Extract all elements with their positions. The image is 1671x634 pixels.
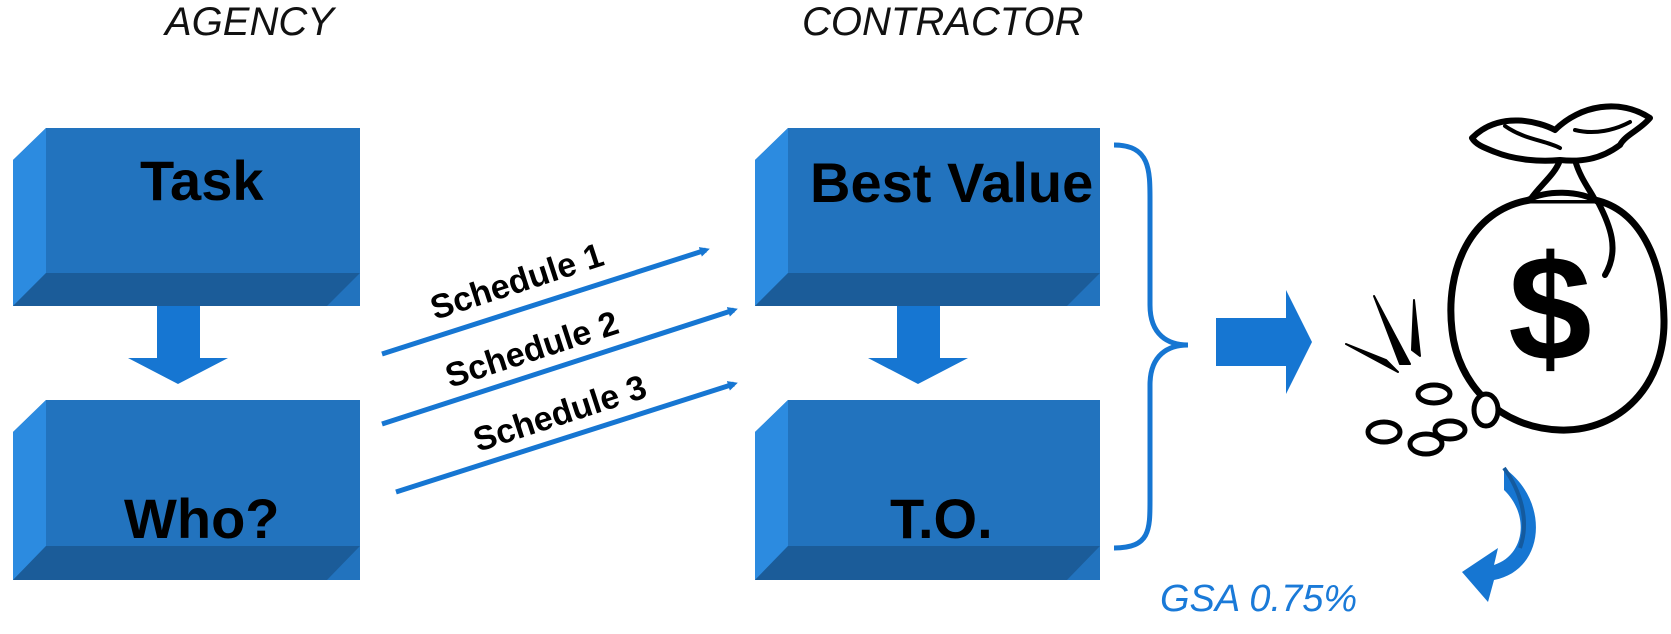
- grouping-brace: [1113, 142, 1189, 551]
- contractor-heading: CONTRACTOR: [802, 0, 1084, 44]
- money-bag-icon: $: [1345, 103, 1668, 457]
- task-box: [13, 128, 360, 306]
- who-box: [13, 400, 360, 580]
- schedule-3-arrow: [395, 381, 738, 495]
- task-box-label: Task: [140, 149, 264, 212]
- best-value-box-label: Best Value: [810, 151, 1094, 214]
- schedule-3-label: Schedule 3: [469, 368, 651, 460]
- curved-arrow-icon: [1462, 466, 1536, 602]
- task-order-box-label: T.O.: [890, 487, 993, 550]
- bestvalue-to-to-arrow: [868, 306, 968, 384]
- task-to-who-arrow: [128, 306, 228, 384]
- who-box-label: Who?: [124, 487, 280, 550]
- schedule-2-arrow: [381, 307, 738, 427]
- svg-text:$: $: [1508, 224, 1591, 392]
- agency-heading: AGENCY: [165, 0, 334, 44]
- result-arrow: [1216, 290, 1312, 394]
- task-order-box: [755, 400, 1100, 580]
- best-value-box: [755, 128, 1100, 306]
- schedule-1-arrow: [381, 247, 710, 357]
- gsa-fee-label: GSA 0.75%: [1160, 578, 1358, 620]
